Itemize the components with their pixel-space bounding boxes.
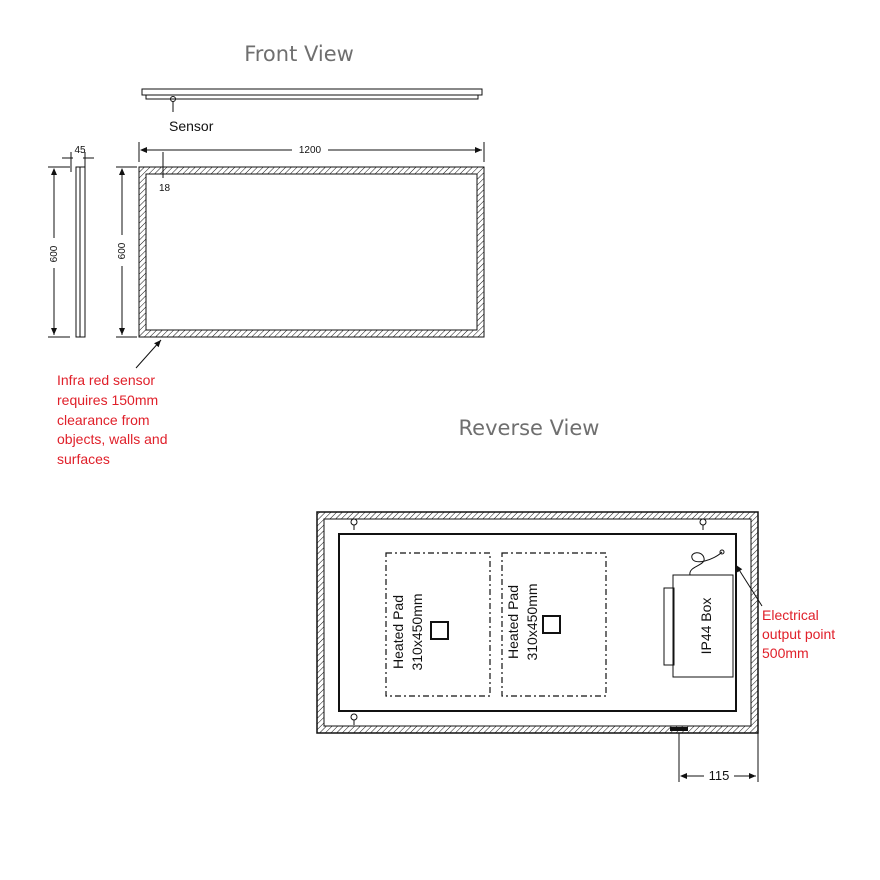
keyhole-icon: [350, 713, 358, 725]
reverse-view-title: Reverse View: [459, 416, 600, 440]
pad-2-line1: Heated Pad: [505, 585, 521, 659]
svg-text:requires 150mm: requires 150mm: [57, 392, 158, 408]
ip44-box: [663, 549, 734, 678]
side-height-dim-label: 600: [49, 245, 60, 262]
sensor-clearance-note: Infra red sensor requires 150mm clearanc…: [57, 372, 168, 467]
electrical-output-note: Electrical output point 500mm: [762, 607, 835, 661]
heated-pad-1: [385, 552, 491, 697]
height-dimension: [116, 166, 137, 338]
ip44-box-label: IP44 Box: [698, 598, 714, 655]
offset-dim-label: 115: [709, 768, 730, 783]
side-profile: [48, 152, 94, 338]
pad-2-line2: 310x450mm: [524, 583, 540, 660]
pad-1-line2: 310x450mm: [409, 593, 425, 670]
sensor-note-arrow: [135, 339, 162, 369]
svg-text:500mm: 500mm: [762, 645, 809, 661]
svg-text:clearance from: clearance from: [57, 412, 150, 428]
width-dim-label: 1200: [299, 145, 322, 156]
sensor-label: Sensor: [169, 118, 214, 134]
svg-text:objects, walls and: objects, walls and: [57, 431, 168, 447]
width-dimension: [138, 142, 485, 162]
front-view-title: Front View: [244, 42, 354, 66]
svg-text:Electrical: Electrical: [762, 607, 819, 623]
keyhole-icon: [350, 518, 358, 530]
height-dim-label: 600: [117, 242, 128, 259]
keyhole-icon: [699, 518, 707, 530]
heated-pad-2: [501, 552, 607, 697]
svg-text:Infra red sensor: Infra red sensor: [57, 372, 155, 388]
svg-text:output point: output point: [762, 626, 835, 642]
top-view-strip: [141, 88, 483, 112]
depth-dim-label: 45: [74, 145, 86, 156]
svg-text:surfaces: surfaces: [57, 451, 110, 467]
electrical-note-arrow: [735, 564, 763, 607]
frame-dim-label: 18: [159, 183, 171, 194]
pad-1-line1: Heated Pad: [390, 595, 406, 669]
front-mirror-frame: [138, 152, 485, 338]
offset-dimension: [670, 727, 759, 782]
